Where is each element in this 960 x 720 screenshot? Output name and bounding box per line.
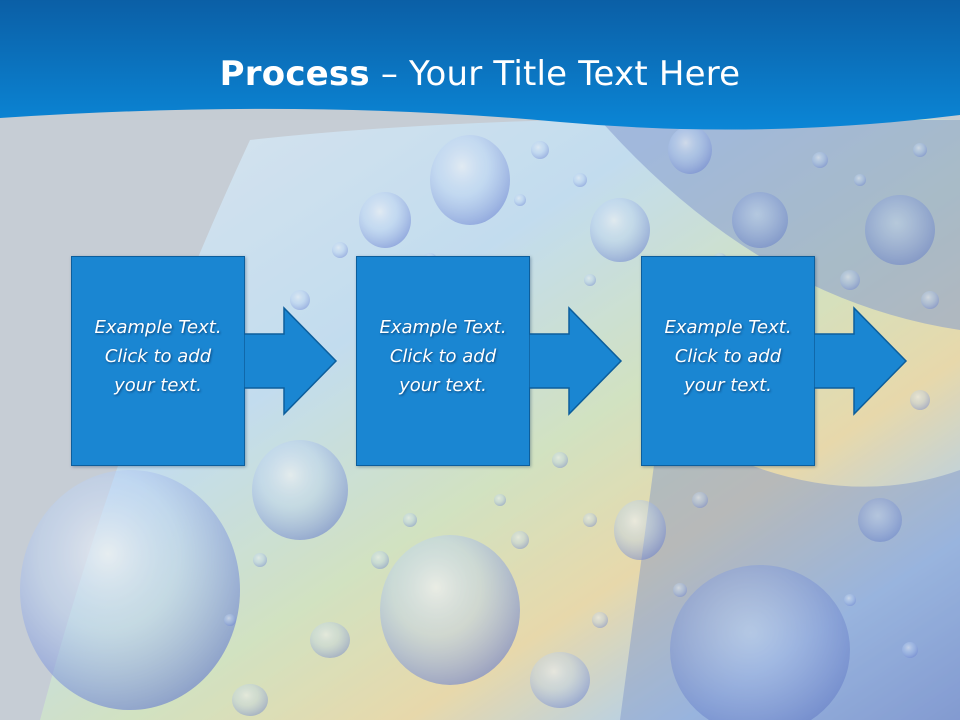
step-line: your text.: [684, 375, 772, 396]
step-box[interactable]: Example Text. Click to add your text.: [356, 256, 530, 466]
step-line: your text.: [399, 375, 487, 396]
title-rest: Your Title Text Here: [409, 54, 741, 94]
step-line: Example Text.: [379, 317, 507, 338]
process-step-2[interactable]: Example Text. Click to add your text.: [356, 256, 530, 466]
step-text[interactable]: Example Text. Click to add your text.: [357, 313, 529, 400]
step-box[interactable]: Example Text. Click to add your text.: [71, 256, 245, 466]
step-line: your text.: [114, 375, 202, 396]
process-step-1[interactable]: Example Text. Click to add your text.: [71, 256, 245, 466]
step-text[interactable]: Example Text. Click to add your text.: [72, 313, 244, 400]
step-text[interactable]: Example Text. Click to add your text.: [642, 313, 814, 400]
slide-title: Process – Your Title Text Here: [0, 52, 960, 96]
process-step-3[interactable]: Example Text. Click to add your text.: [641, 256, 815, 466]
step-box[interactable]: Example Text. Click to add your text.: [641, 256, 815, 466]
step-line: Example Text.: [664, 317, 792, 338]
title-bold: Process: [219, 54, 370, 94]
step-line: Click to add: [104, 346, 212, 367]
step-line: Click to add: [389, 346, 497, 367]
step-line: Example Text.: [94, 317, 222, 338]
step-line: Click to add: [674, 346, 782, 367]
title-dash: –: [369, 54, 410, 94]
arrow-right-icon: [244, 306, 338, 416]
arrow-right-icon: [814, 306, 908, 416]
arrow-right-icon: [529, 306, 623, 416]
